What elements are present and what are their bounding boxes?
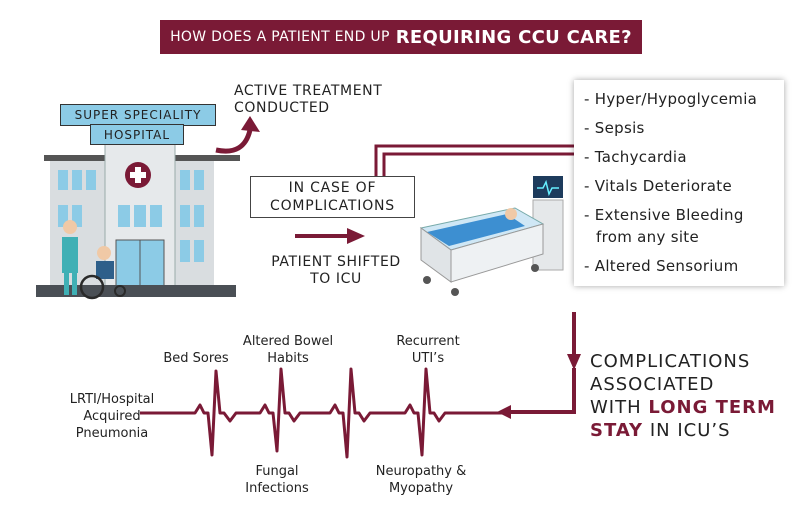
down-left-connector: [497, 312, 581, 419]
title-banner: HOW DOES A PATIENT END UP REQUIRING CCU …: [160, 20, 642, 54]
condition-item: - Altered Sensorium: [584, 257, 739, 275]
condition-item: - Hyper/Hypoglycemia: [584, 90, 758, 108]
hospital-base: [36, 285, 236, 297]
wheelchair-icon: [79, 274, 105, 300]
label-bed-sores: Bed Sores: [163, 351, 229, 366]
active-treatment-label: ACTIVE TREATMENT CONDUCTED: [234, 83, 383, 116]
condition-item: - Tachycardia: [584, 148, 687, 166]
nurse-figure: [63, 220, 77, 234]
patient-shifted-label: PATIENT SHIFTED TO ICU: [271, 254, 401, 287]
label-fungal-infections: Fungal Infections: [245, 464, 309, 496]
down-arrow-icon: [567, 354, 581, 370]
connector-lines: [374, 144, 576, 178]
condition-item-continued: from any site: [596, 228, 700, 246]
patient-head: [505, 208, 517, 220]
wheelchair-patient: [97, 246, 111, 260]
hospital-sign-line2: HOSPITAL: [90, 124, 184, 145]
label-lrti: LRTI/Hospital Acquired Pneumonia: [69, 392, 155, 441]
condition-item: - Extensive Bleeding: [584, 206, 744, 224]
condition-item: - Sepsis: [584, 119, 645, 137]
hospital-windows: [58, 170, 204, 262]
icu-bed-illustration: [419, 176, 564, 296]
label-recurrent-uti: Recurrent UTI’s: [396, 334, 460, 366]
long-term-stay-heading: COMPLICATIONS ASSOCIATED WITH LONG TERM …: [590, 351, 776, 441]
ecg-line: [140, 367, 505, 459]
hospital-sign-line1: SUPER SPECIALITY: [60, 104, 216, 126]
curved-arrow-icon: [215, 116, 260, 154]
condition-item: - Vitals Deteriorate: [584, 177, 732, 195]
title-part2: REQUIRING CCU CARE?: [395, 26, 632, 48]
conditions-list: - Hyper/Hypoglycemia - Sepsis - Tachycar…: [574, 80, 784, 286]
right-arrow-icon: [295, 228, 365, 244]
bed-blanket: [427, 214, 525, 246]
label-neuropathy: Neuropathy & Myopathy: [375, 464, 467, 496]
complications-box: IN CASE OF COMPLICATIONS: [250, 176, 415, 218]
label-altered-bowel: Altered Bowel Habits: [242, 334, 334, 366]
hospital-illustration: [36, 134, 240, 300]
title-part1: HOW DOES A PATIENT END UP: [170, 29, 390, 45]
